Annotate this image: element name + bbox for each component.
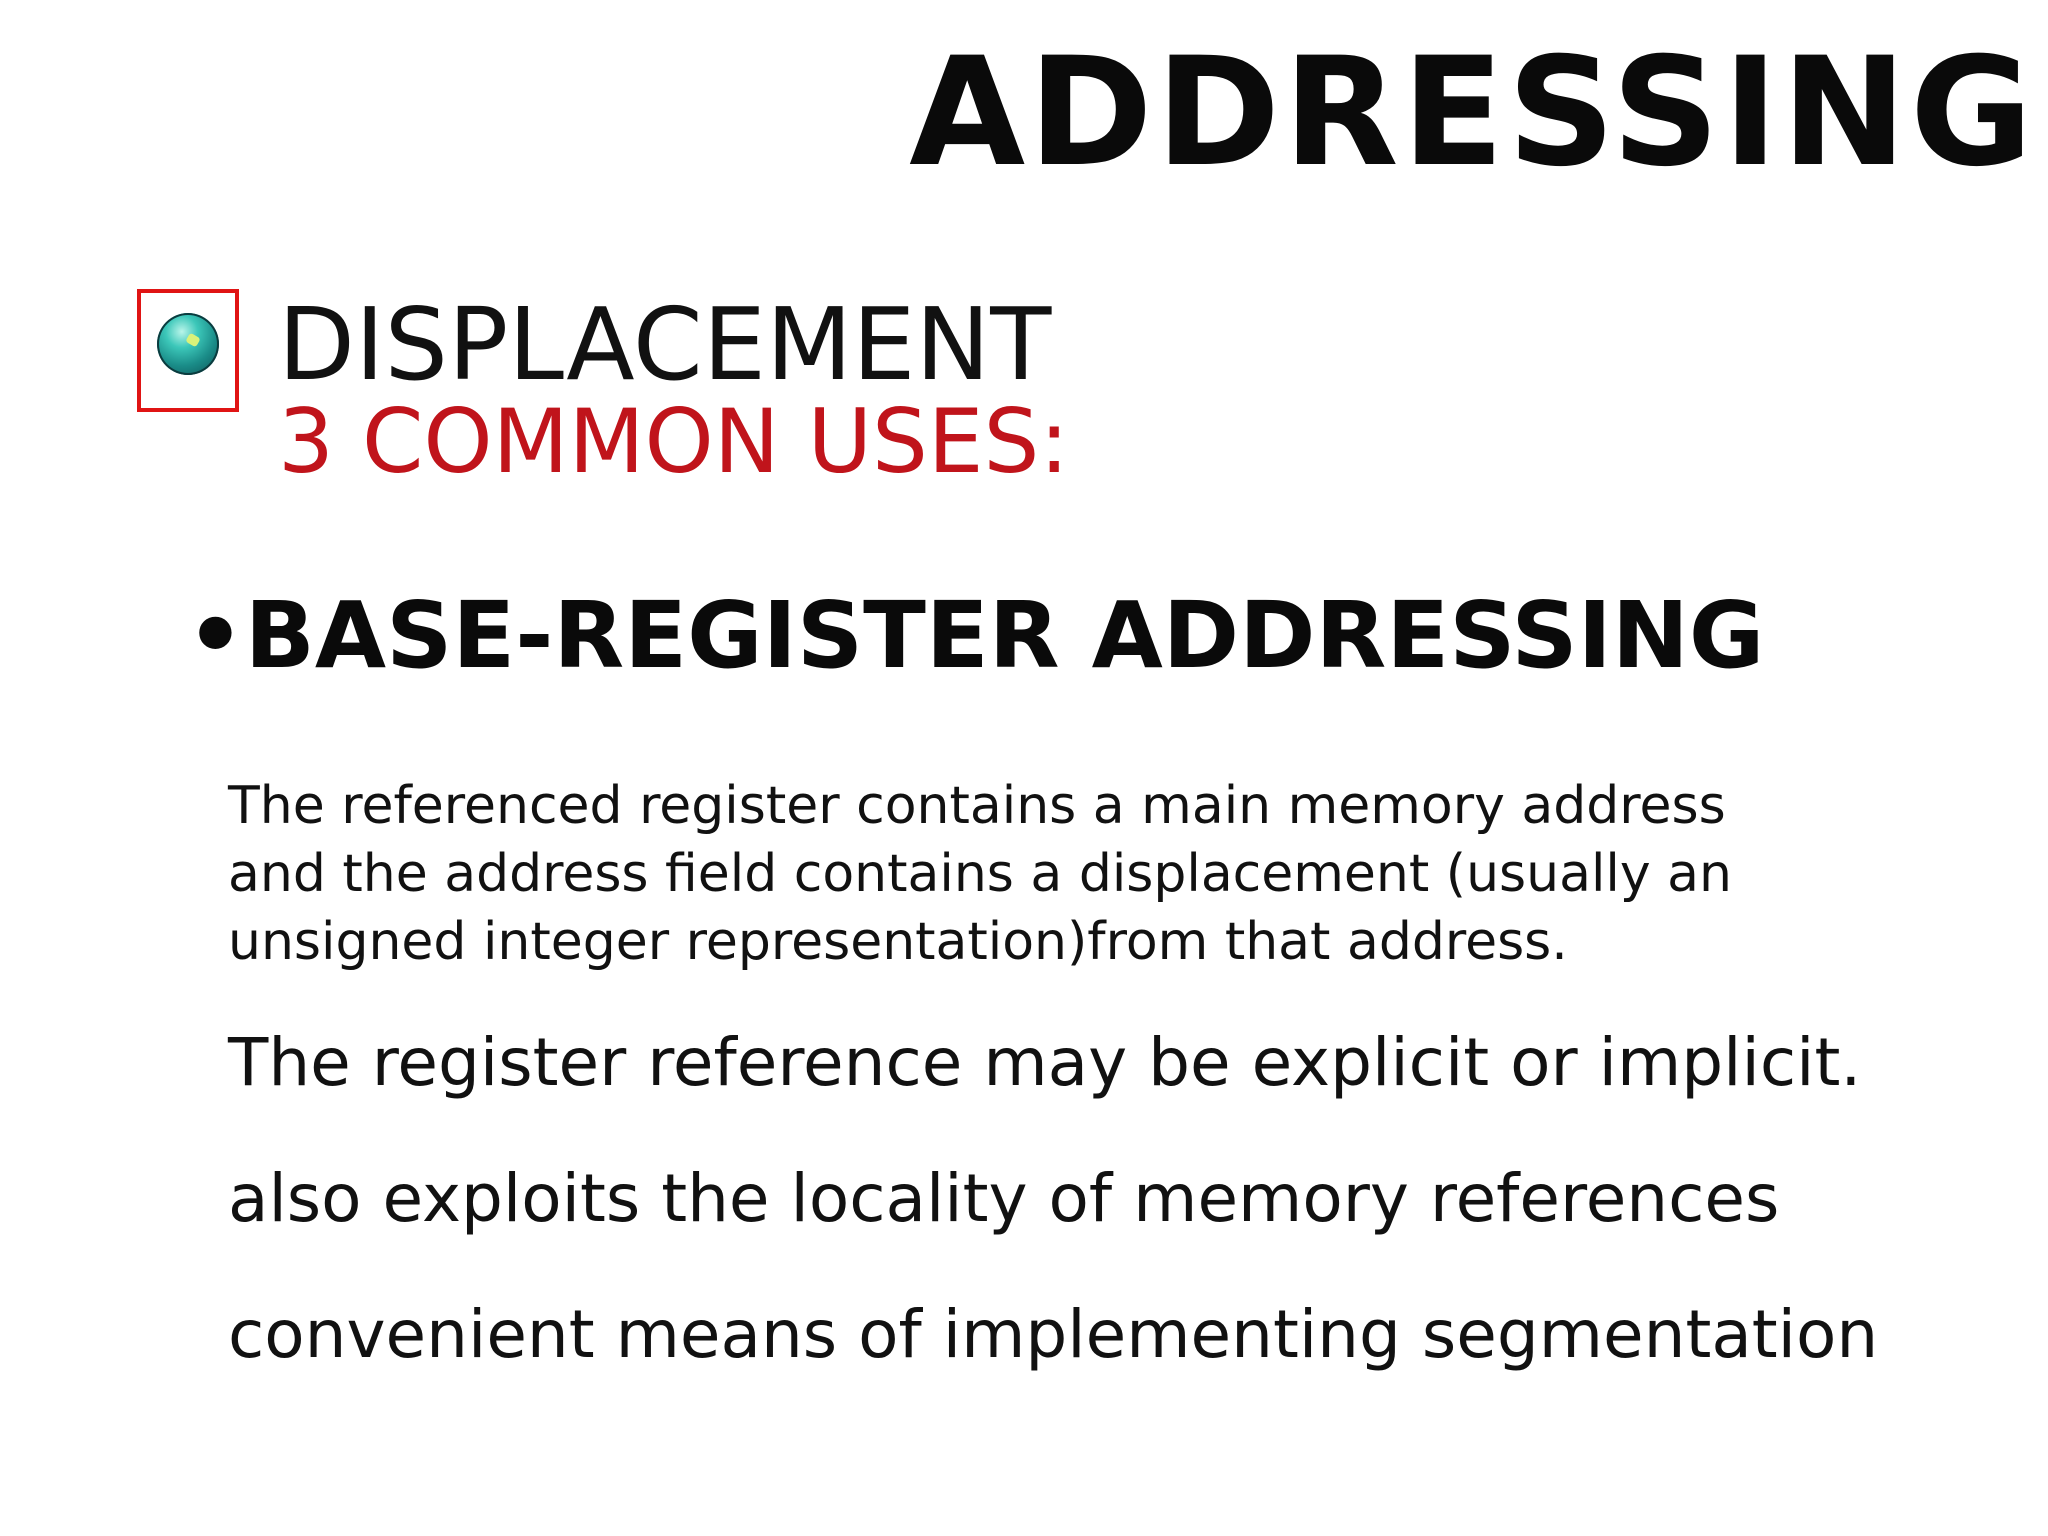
subheading-common-uses: 3 COMMON USES: [278,390,1069,493]
slide-title: ADDRESSING [909,26,2036,200]
paragraph-line: The referenced register contains a main … [228,776,1726,836]
point-segmentation: convenient means of implementing segment… [228,1296,1879,1373]
heading-displacement: DISPLACEMENT [278,286,1052,403]
paragraph-line: and the address field contains a displac… [228,844,1732,904]
paragraph-line: unsigned integer representation)from tha… [228,912,1568,972]
bullet-icon-selection-box[interactable] [137,289,239,412]
point-locality: also exploits the locality of memory ref… [228,1160,1780,1237]
description-paragraph: The referenced register contains a main … [228,772,1732,976]
point-register-reference: The register reference may be explicit o… [228,1024,1862,1101]
section-title-base-register: •BASE-REGISTER ADDRESSING [186,582,1765,689]
gem-bullet-icon [157,313,219,375]
